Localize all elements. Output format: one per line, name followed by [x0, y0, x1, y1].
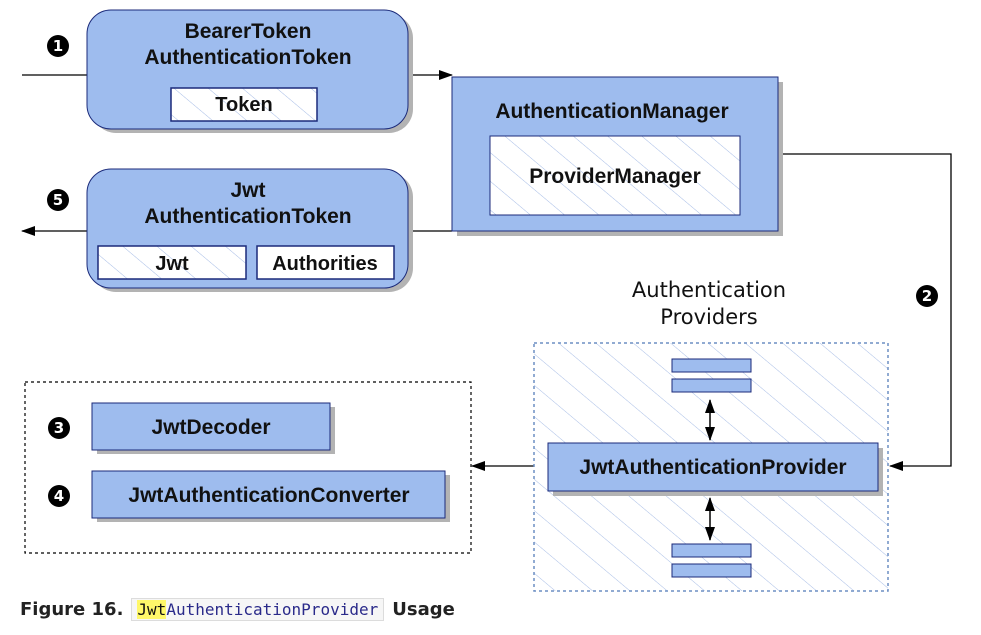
provider-manager-label: ProviderManager	[529, 165, 701, 188]
jwt-authentication-converter-box: JwtAuthenticationConverter	[91, 470, 450, 522]
step-2-label: 2	[922, 287, 932, 305]
caption-suffix: Usage	[392, 598, 455, 620]
authentication-providers-group: Authentication Providers JwtAuthenticati…	[533, 278, 889, 592]
figure-caption: Figure 16. JwtAuthenticationProvider Usa…	[20, 596, 455, 622]
bearer-token-box: BearerToken AuthenticationToken Token	[86, 9, 413, 133]
caption-prefix: Figure 16.	[20, 598, 124, 620]
caption-code: JwtAuthenticationProvider	[131, 597, 385, 621]
step-1-marker: 1	[47, 35, 69, 57]
step-5-marker: 5	[47, 189, 69, 211]
jwt-token-box: Jwt AuthenticationToken Jwt Authorities	[86, 168, 413, 292]
step-1-label: 1	[53, 37, 63, 55]
jwt-authentication-provider-label: JwtAuthenticationProvider	[579, 456, 846, 479]
bearer-token-title-line2: AuthenticationToken	[144, 46, 351, 69]
provider-stub-bottom-1	[671, 543, 752, 558]
step-3-marker: 3	[48, 417, 70, 439]
providers-title-line2: Providers	[660, 305, 757, 329]
connectors	[21, 70, 952, 471]
jwt-label: Jwt	[155, 253, 189, 275]
authentication-manager-title: AuthenticationManager	[495, 100, 728, 123]
authorities-label: Authorities	[272, 253, 378, 275]
jwt-authentication-provider-box: JwtAuthenticationProvider	[547, 442, 883, 496]
arrow-manager-to-provider	[778, 153, 952, 471]
jwt-token-title-line2: AuthenticationToken	[144, 205, 351, 228]
step-2-marker: 2	[916, 285, 938, 307]
caption-code-rest: AuthenticationProvider	[166, 599, 379, 619]
provider-stub-bottom-2	[671, 563, 752, 578]
authorities-box: Authorities	[256, 245, 395, 280]
providers-title-line1: Authentication	[632, 278, 786, 302]
provider-manager-box: ProviderManager	[489, 135, 741, 216]
caption-code-highlight: Jwt	[137, 599, 167, 619]
provider-stub-top-1	[671, 358, 752, 373]
jwt-decoder-label: JwtDecoder	[151, 416, 270, 439]
step-4-marker: 4	[48, 485, 70, 507]
step-3-label: 3	[54, 419, 64, 437]
bearer-token-title-line1: BearerToken	[185, 20, 312, 43]
jwt-box: Jwt	[97, 245, 247, 280]
jwt-authentication-converter-label: JwtAuthenticationConverter	[128, 484, 409, 507]
token-box: Token	[170, 87, 318, 122]
step-5-label: 5	[53, 191, 63, 209]
token-label: Token	[215, 94, 272, 116]
jwt-token-title-line1: Jwt	[230, 179, 265, 202]
jwt-decoder-box: JwtDecoder	[91, 402, 335, 454]
step-4-label: 4	[54, 487, 64, 505]
authentication-manager-box: AuthenticationManager ProviderManager	[451, 76, 783, 236]
components-region	[24, 381, 472, 554]
jwt-components-group: JwtDecoder JwtAuthenticationConverter	[24, 381, 472, 554]
provider-stub-top-2	[671, 378, 752, 393]
